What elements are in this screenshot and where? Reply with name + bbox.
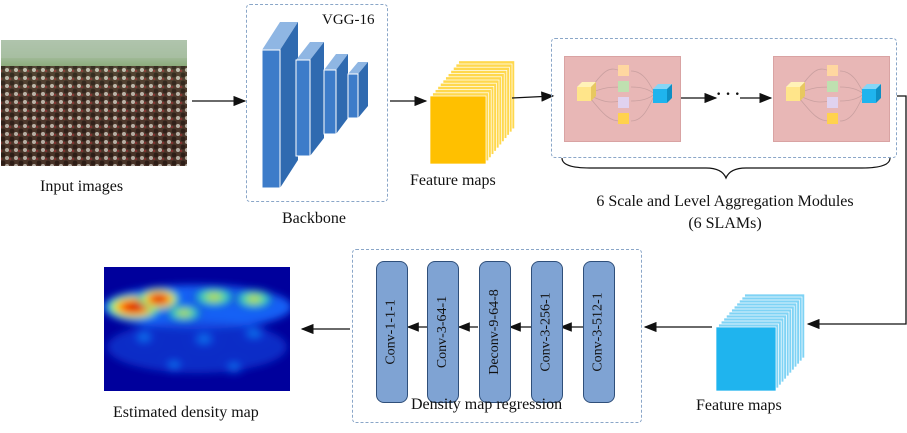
density-regression-label: Density map regression: [411, 396, 563, 413]
conv-layer-4: Conv-3-256-1: [531, 261, 563, 403]
estimated-density-map: [104, 267, 290, 391]
backbone-box: [246, 4, 388, 202]
conv-layer-3-label: Deconv-9-64-8: [487, 289, 502, 375]
conv-layer-1: Conv-1-1-1: [376, 261, 408, 403]
slam-module-last: [773, 56, 890, 142]
feature-map-layer: [429, 95, 487, 165]
vgg-block-4: [347, 62, 368, 119]
slam-module-last-graphic: [786, 65, 881, 124]
input-images-label: Input images: [40, 178, 124, 195]
backbone-label: Backbone: [282, 210, 346, 227]
slams-caption-line2: (6 SLAMs): [688, 215, 762, 232]
vgg-block-3: [323, 54, 348, 135]
slams-box: [551, 38, 897, 158]
density-regression-box: [352, 249, 642, 423]
vgg-block-2: [295, 42, 324, 157]
conv-layer-2: Conv-3-64-1: [427, 261, 459, 403]
feature-map-layer: [715, 326, 777, 392]
slams-caption-line1: 6 Scale and Level Aggregation Modules: [596, 193, 854, 210]
feature-maps-top-stack: [429, 60, 515, 165]
slam-module-first: [564, 56, 681, 142]
conv-layer-4-label: Conv-3-256-1: [539, 292, 555, 372]
feature-maps-bottom-label: Feature maps: [696, 397, 782, 414]
vgg-label: VGG-16: [322, 12, 375, 28]
conv-layer-5: Conv-3-512-1: [583, 261, 615, 403]
vgg-block-1: [261, 22, 298, 189]
conv-layer-2-label: Conv-3-64-1: [435, 295, 451, 369]
slam-module-first-graphic: [577, 65, 672, 124]
conv-layer-3: Deconv-9-64-8: [479, 261, 511, 403]
conv-layer-5-label: Conv-3-512-1: [591, 292, 607, 372]
estimated-density-label: Estimated density map: [113, 404, 259, 421]
feature-maps-top-label: Feature maps: [410, 172, 496, 189]
slams-brace: [561, 157, 891, 180]
slam-ellipsis: · · ·: [716, 86, 741, 103]
conv-layer-1-label: Conv-1-1-1: [384, 299, 400, 365]
feature-maps-bottom-stack: [715, 293, 805, 392]
